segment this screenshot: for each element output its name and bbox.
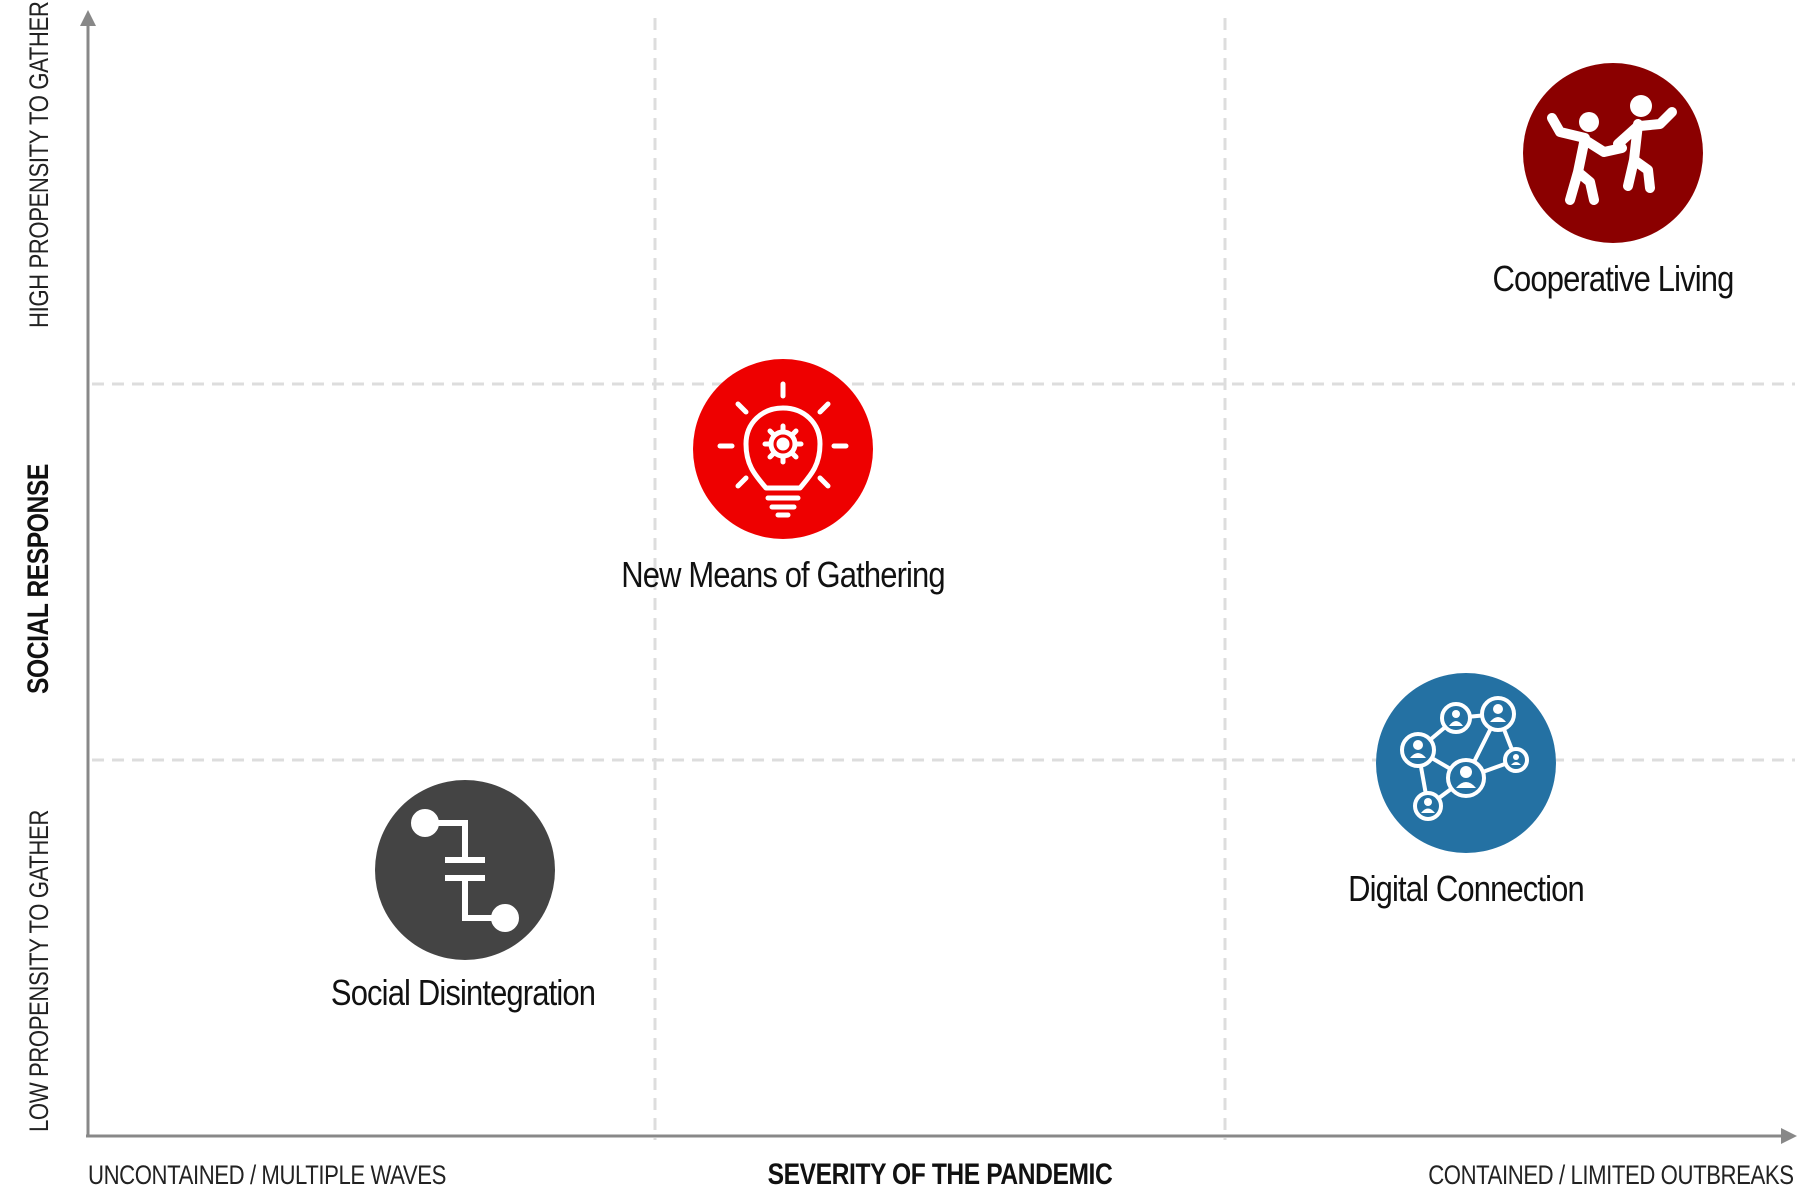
y-axis-bottom-label: LOW PROPENSITY TO GATHER <box>24 810 54 1132</box>
y-axis-bottom-label-wrap: LOW PROPENSITY TO GATHER <box>24 739 55 1132</box>
x-axis-right-label: CONTAINED / LIMITED OUTBREAKS <box>1428 1160 1795 1190</box>
scenario-label-cooperative-living: Cooperative Living <box>1492 258 1735 299</box>
scenario-label-new-means-of-gathering: New Means of Gathering <box>621 554 945 595</box>
lightbulb-gear-icon <box>693 359 873 539</box>
y-axis-top-label: HIGH PROPENSITY TO GATHER <box>24 1 54 328</box>
grid-lines <box>92 18 1795 1140</box>
scenario-label-social-disintegration: Social Disintegration <box>330 972 596 1013</box>
x-axis-arrow-icon <box>1781 1128 1797 1144</box>
axes <box>80 10 1797 1144</box>
network-people-icon <box>1376 673 1556 853</box>
y-axis-title: SOCIAL RESPONSE <box>22 464 55 694</box>
disconnected-plug-icon <box>375 780 555 960</box>
y-axis-arrow-icon <box>80 10 96 26</box>
y-axis-top-label-wrap: HIGH PROPENSITY TO GATHER <box>24 0 55 328</box>
scenario-label-digital-connection: Digital Connection <box>1348 868 1585 909</box>
x-axis-left-label: UNCONTAINED / MULTIPLE WAVES <box>88 1160 446 1190</box>
y-axis-title-wrap: SOCIAL RESPONSE <box>22 414 56 694</box>
x-axis-title: SEVERITY OF THE PANDEMIC <box>767 1158 1113 1191</box>
people-dancing-icon <box>1523 63 1703 243</box>
